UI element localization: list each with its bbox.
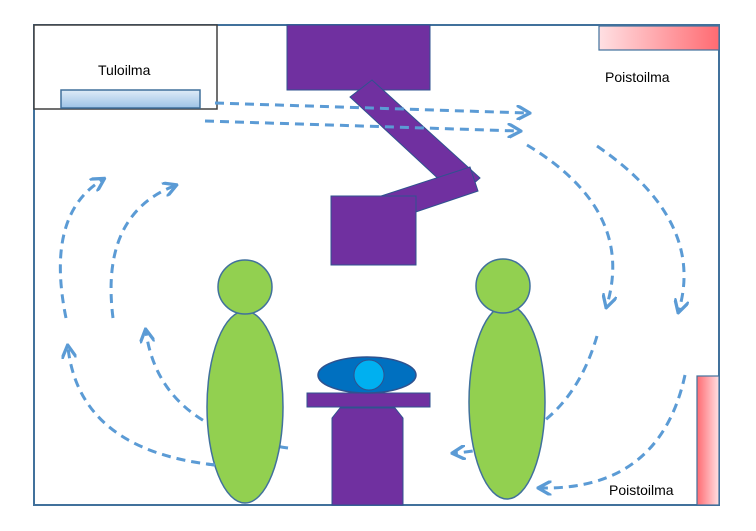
airflow-left-outer-up [58, 180, 102, 319]
airflow-right-outer-down [596, 144, 684, 310]
person-left-head [217, 259, 273, 315]
table-top [306, 392, 431, 408]
person-left-icon [206, 259, 284, 504]
person-right-body [468, 304, 546, 500]
patient-head [353, 359, 385, 391]
person-right-icon [468, 258, 546, 500]
airflow-left-outer-return-front [206, 462, 216, 467]
exhaust-air-bottom-label: Poistoilma [609, 482, 674, 498]
airflow-right-inner-down [526, 143, 613, 305]
airflow-left-outer-return [68, 348, 216, 467]
person-left-body [206, 310, 284, 504]
airflow-foreground [206, 462, 216, 467]
exhaust-vent-side-icon [696, 375, 720, 506]
table-base [331, 407, 404, 506]
light-head [330, 195, 417, 266]
supply-air-label: Tuloilma [98, 62, 151, 78]
airflow-supply-top [214, 101, 527, 113]
exhaust-air-top-label: Poistoilma [605, 69, 670, 85]
person-right-head [475, 258, 531, 314]
exhaust-vent-top-icon [598, 25, 720, 51]
supply-vent-icon [60, 89, 201, 109]
ceiling-mount [286, 24, 431, 91]
patient-icon [317, 356, 417, 394]
airflow-supply-bottom [204, 119, 518, 131]
airflow-right-outer-return [541, 374, 687, 488]
airflow-left-inner-up [109, 186, 174, 319]
operating-table-icon [306, 392, 431, 506]
